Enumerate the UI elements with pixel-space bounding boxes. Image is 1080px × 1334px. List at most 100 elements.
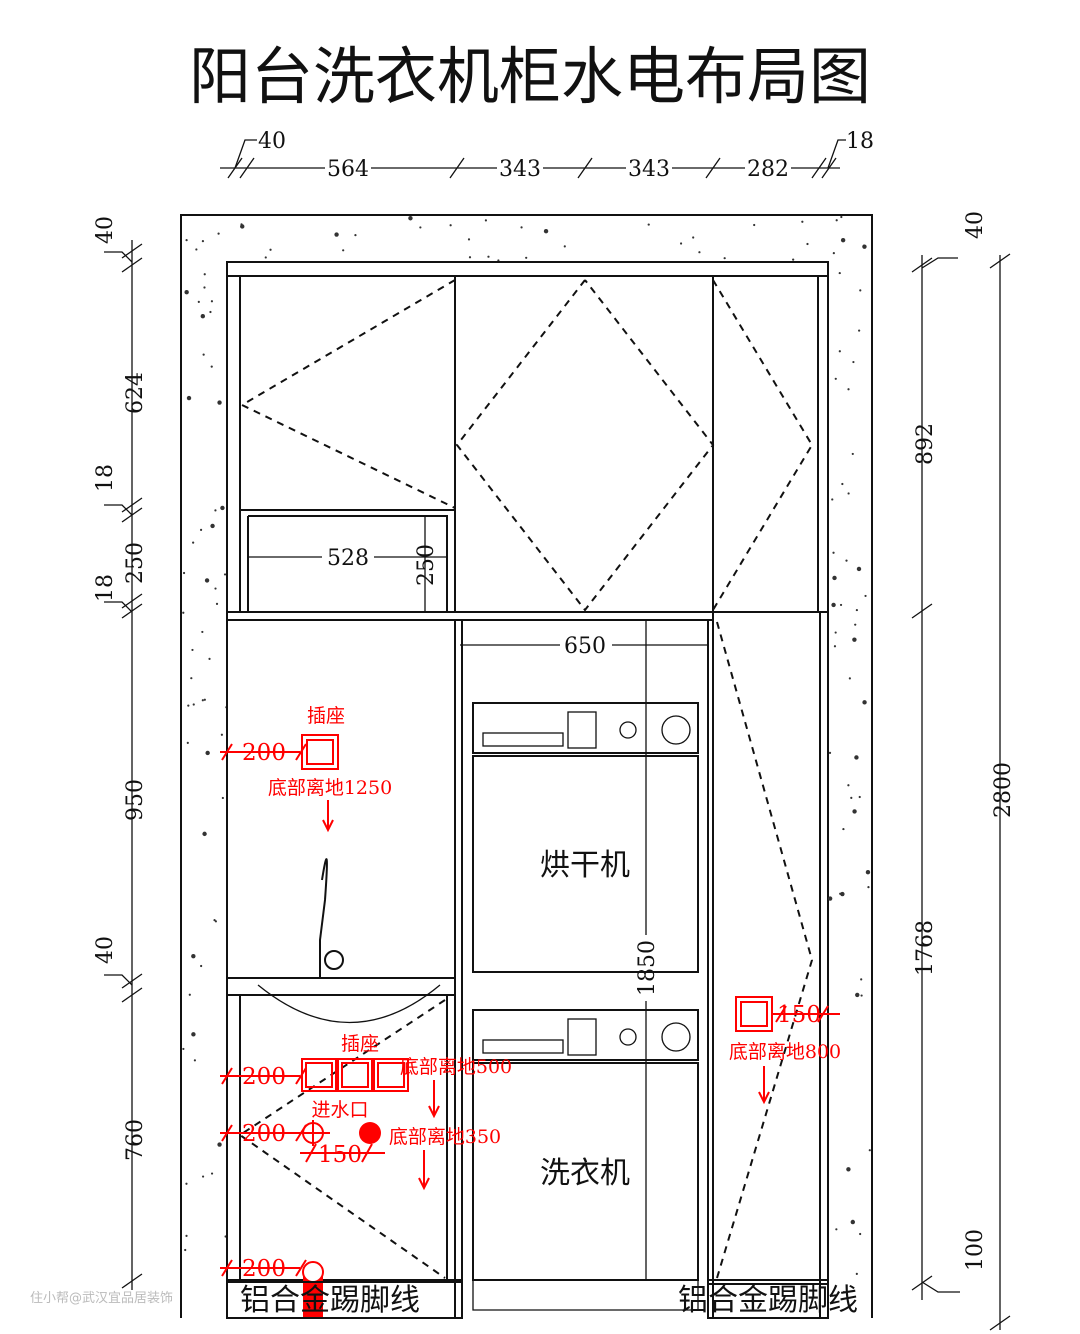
dim-top-282: 282	[747, 157, 789, 182]
concrete-speck	[832, 551, 835, 554]
dryer-label: 烘干机	[540, 848, 630, 883]
concrete-speck	[201, 630, 204, 634]
concrete-speck	[525, 256, 528, 259]
concrete-speck	[839, 892, 842, 895]
socket-icon-right	[735, 996, 773, 1032]
dim-top-40: 40	[258, 129, 286, 154]
concrete-speck	[832, 575, 837, 581]
concrete-speck	[852, 637, 857, 642]
concrete-speck	[858, 329, 861, 332]
concrete-speck	[192, 541, 195, 544]
concrete-speck	[203, 273, 206, 276]
cabinet	[226, 261, 829, 1318]
concrete-speck	[467, 238, 471, 241]
concrete-speck	[210, 523, 215, 529]
concrete-speck	[856, 566, 862, 572]
concrete-speck	[217, 232, 220, 235]
concrete-speck	[852, 809, 857, 814]
concrete-speck	[468, 256, 472, 259]
concrete-speck	[543, 228, 549, 234]
concrete-speck	[199, 528, 203, 531]
top-dimensions: 40 564 343 343 282 18	[220, 129, 874, 182]
concrete-speck	[334, 232, 339, 237]
dim-right-40: 40	[963, 211, 988, 239]
dim-right-892: 892	[913, 423, 938, 465]
concrete-speck	[854, 623, 857, 626]
concrete-speck	[202, 353, 205, 356]
concrete-speck	[860, 994, 863, 997]
baseboards: 铝合金踢脚线 铝合金踢脚线	[226, 1281, 858, 1319]
concrete-speck	[867, 886, 870, 889]
concrete-speck	[182, 571, 186, 575]
concrete-speck	[855, 608, 858, 612]
concrete-speck	[269, 248, 272, 251]
dim-stack-height: 1850	[635, 940, 660, 996]
concrete-speck	[647, 223, 650, 226]
concrete-speck	[850, 1219, 856, 1225]
concrete-speck	[842, 827, 845, 831]
upper-socket-offset: 200	[242, 740, 286, 766]
concrete-speck	[210, 365, 213, 368]
concrete-speck	[188, 993, 191, 996]
concrete-speck	[723, 257, 726, 260]
concrete-speck	[833, 645, 837, 648]
lower-socket-height: 底部离地500	[400, 1056, 512, 1078]
right-socket-height: 底部离地800	[729, 1041, 841, 1063]
concrete-speck	[220, 733, 224, 736]
washer: 洗衣机	[472, 1009, 699, 1311]
concrete-speck	[191, 1032, 196, 1037]
concrete-speck	[209, 310, 212, 314]
concrete-speck	[190, 677, 193, 680]
concrete-speck	[862, 244, 867, 249]
concrete-speck	[220, 505, 225, 511]
concrete-speck	[827, 896, 833, 901]
concrete-speck	[185, 1182, 188, 1185]
concrete-speck	[197, 300, 200, 303]
dim-right-100: 100	[963, 1229, 988, 1271]
concrete-speck	[214, 587, 217, 590]
concrete-speck	[205, 750, 210, 756]
dim-left-18a: 18	[93, 464, 118, 492]
left-dimensions: 40 624 18 250 18 950 40 760	[93, 216, 148, 1290]
concrete-speck	[200, 964, 203, 968]
socket-label-upper: 插座	[307, 705, 345, 727]
concrete-speck	[193, 1059, 196, 1062]
concrete-speck	[449, 224, 452, 227]
concrete-speck	[217, 1142, 222, 1147]
triple-socket-icon	[301, 1058, 409, 1092]
concrete-speck	[223, 573, 227, 576]
dim-washer-width: 650	[564, 634, 606, 659]
concrete-speck	[210, 300, 214, 303]
concrete-speck	[865, 869, 871, 875]
dim-left-40b: 40	[93, 936, 118, 964]
concrete-speck	[264, 256, 267, 259]
concrete-speck	[187, 704, 190, 707]
concrete-speck	[182, 1047, 185, 1051]
concrete-speck	[210, 1172, 214, 1175]
concrete-speck	[832, 252, 835, 255]
dim-left-18b: 18	[93, 574, 118, 602]
concrete-speck	[201, 699, 204, 702]
concrete-speck	[698, 251, 701, 254]
dim-left-950: 950	[123, 779, 148, 821]
cold-water-inlet-icon	[300, 1120, 326, 1146]
concrete-speck	[860, 978, 863, 981]
concrete-speck	[859, 289, 862, 292]
concrete-speck	[792, 258, 795, 261]
concrete-speck	[847, 784, 850, 787]
concrete-speck	[520, 226, 523, 229]
dim-niche-height: 250	[414, 544, 439, 586]
concrete-speck	[842, 1291, 845, 1294]
concrete-speck	[184, 290, 189, 295]
dim-left-624: 624	[123, 372, 148, 414]
concrete-speck	[679, 242, 683, 245]
concrete-speck	[846, 1167, 851, 1172]
dim-top-564: 564	[327, 157, 369, 182]
concrete-speck	[217, 400, 222, 405]
baseboard-left-label: 铝合金踢脚线	[240, 1283, 420, 1318]
concrete-speck	[191, 648, 194, 652]
concrete-speck	[195, 248, 198, 251]
concrete-speck	[184, 1248, 187, 1252]
concrete-speck	[834, 631, 837, 634]
drain-offset: 200	[242, 1256, 286, 1282]
